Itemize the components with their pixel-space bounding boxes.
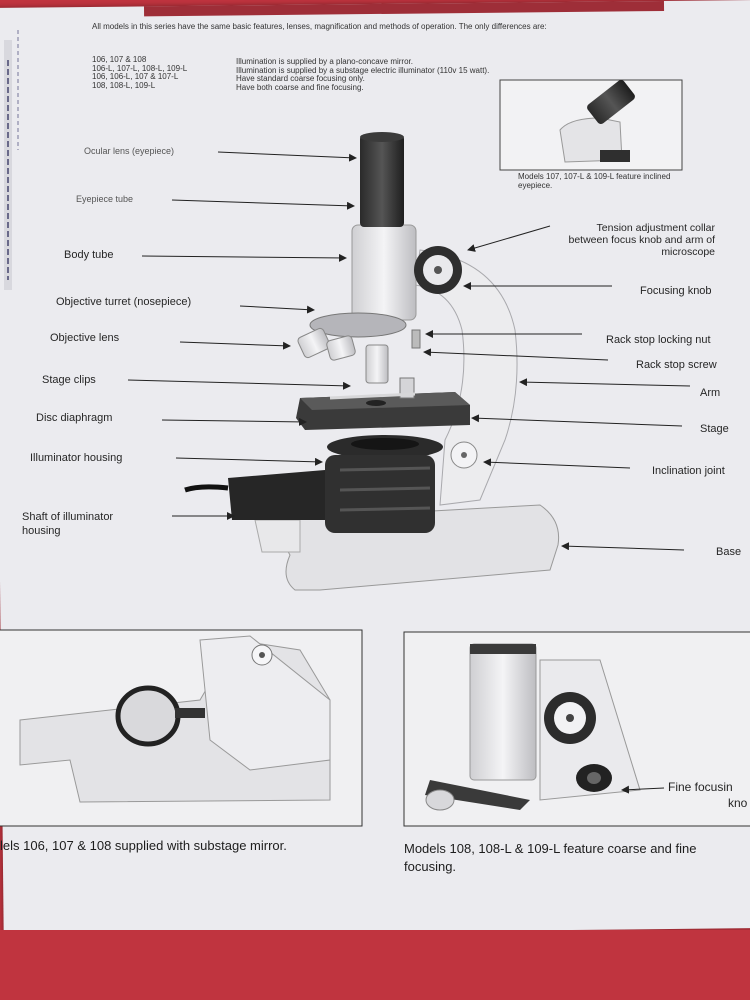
model-list: 106, 107 & 108 106-L, 107-L, 108-L, 109-… [92,55,188,90]
model-row: 106-L, 107-L, 108-L, 109-L [92,63,188,73]
intro-paragraph: All models in this series have the same … [92,22,547,31]
body-tube [351,224,417,321]
feature-list: Illumination is supplied by a plano-conc… [236,57,490,92]
arm [414,249,518,506]
microscope-illustration [184,132,560,591]
label-focusing-knob: Focusing knob [640,285,712,297]
label-fine-focus-line1: Fine focusin [668,780,733,794]
label-tension-collar: Tension adjustment collar between focus … [568,222,715,258]
label-ocular-lens: Ocular lens (eyepiece) [84,146,175,156]
substage-mirror-panel [0,629,363,827]
label-objective-lens: Objective lens [50,332,120,344]
label-base: Base [716,546,742,558]
model-row: 106, 106-L, 107 & 107-L [92,72,179,81]
substage-mirror [115,685,181,747]
label-arm: Arm [700,387,721,399]
label-inclination-joint: Inclination joint [652,465,725,477]
right-leader-lines [423,225,691,551]
illuminator-housing [325,455,435,533]
inclined-eyepiece-illustration [499,79,683,171]
label-rack-stop-screw: Rack stop screw [636,359,717,371]
side-margin-text [4,30,19,290]
ocular-lens [360,135,404,227]
feature-row: Illumination is supplied by a substage e… [236,65,490,75]
label-disc-diaphragm: Disc diaphragm [36,412,113,424]
table-surface [0,930,750,1000]
label-stage-clips: Stage clips [42,374,96,386]
model-row: 106, 107 & 108 [92,55,147,64]
nosepiece [309,312,407,338]
label-body-tube: Body tube [64,249,114,261]
left-leader-lines [127,151,357,520]
caption-substage-mirror: lels 106, 107 & 108 supplied with substa… [0,838,287,853]
label-rack-stop-nut: Rack stop locking nut [606,334,711,346]
caption-fine-focusing: Models 108, 108-L & 109-L feature coarse… [404,841,697,874]
label-objective-turret: Objective turret (nosepiece) [56,296,192,308]
inset-caption: Models 107, 107-L & 109-L feature inclin… [518,172,671,190]
feature-row: Illumination is supplied by a plano-conc… [236,57,413,66]
model-row: 108, 108-L, 109-L [92,80,156,90]
fine-focusing-panel [403,631,750,827]
label-illuminator-housing: Illuminator housing [30,452,123,464]
label-stage: Stage [700,423,729,435]
illuminator-shaft [228,470,325,520]
feature-row: Have standard coarse focusing only. [236,74,365,83]
label-illuminator-shaft: Shaft of illuminator housing [22,511,114,537]
label-fine-focus-line2: kno [728,796,748,810]
objective-lens [365,344,389,384]
feature-row: Have both coarse and fine focusing. [236,82,364,92]
label-eyepiece-tube: Eyepiece tube [76,194,134,204]
